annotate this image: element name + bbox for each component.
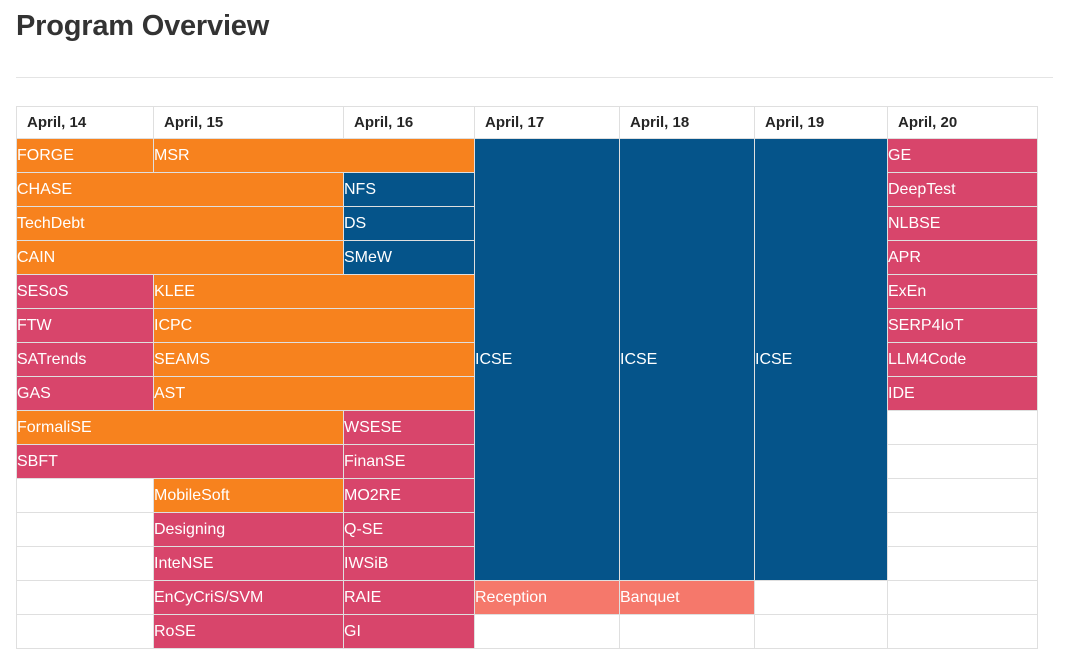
event-rose[interactable]: RoSE <box>153 614 344 649</box>
empty-cell <box>16 614 154 649</box>
table-row: FORGE MSR ICSE ICSE ICSE GE <box>16 138 1038 581</box>
table-row: EnCyCriS/SVM RAIE Reception Banquet <box>16 580 1038 615</box>
program-schedule-table: April, 14 April, 15 April, 16 April, 17 … <box>16 106 1038 649</box>
event-q-se[interactable]: Q-SE <box>343 512 475 547</box>
event-iwsib[interactable]: IWSiB <box>343 546 475 581</box>
event-satrends[interactable]: SATrends <box>16 342 154 377</box>
event-designing[interactable]: Designing <box>153 512 344 547</box>
event-mo2re[interactable]: MO2RE <box>343 478 475 513</box>
event-serp4iot[interactable]: SERP4IoT <box>887 308 1038 343</box>
empty-cell <box>887 546 1038 581</box>
event-icse-april-18[interactable]: ICSE <box>619 138 755 581</box>
event-mobilesoft[interactable]: MobileSoft <box>153 478 344 513</box>
title-divider <box>16 77 1053 78</box>
event-reception[interactable]: Reception <box>474 580 620 615</box>
table-row: CAIN SMeW APR <box>16 240 1038 275</box>
event-cain[interactable]: CAIN <box>16 240 344 275</box>
event-exen[interactable]: ExEn <box>887 274 1038 309</box>
event-ftw[interactable]: FTW <box>16 308 154 343</box>
event-finanse[interactable]: FinanSE <box>343 444 475 479</box>
event-apr[interactable]: APR <box>887 240 1038 275</box>
empty-cell <box>754 614 888 649</box>
event-gi[interactable]: GI <box>343 614 475 649</box>
event-ide[interactable]: IDE <box>887 376 1038 411</box>
event-seams[interactable]: SEAMS <box>153 342 475 377</box>
table-row: RoSE GI <box>16 614 1038 649</box>
empty-cell <box>16 478 154 513</box>
event-nlbse[interactable]: NLBSE <box>887 206 1038 241</box>
event-ds[interactable]: DS <box>343 206 475 241</box>
table-row: Designing Q-SE <box>16 512 1038 547</box>
page-title: Program Overview <box>16 10 270 42</box>
event-ge[interactable]: GE <box>887 138 1038 173</box>
empty-cell <box>754 580 888 615</box>
column-header-april-18: April, 18 <box>619 106 755 139</box>
event-sesos[interactable]: SESoS <box>16 274 154 309</box>
column-header-april-15: April, 15 <box>153 106 344 139</box>
empty-cell <box>16 512 154 547</box>
event-gas[interactable]: GAS <box>16 376 154 411</box>
table-row: SBFT FinanSE <box>16 444 1038 479</box>
column-header-april-17: April, 17 <box>474 106 620 139</box>
empty-cell <box>887 444 1038 479</box>
event-deeptest[interactable]: DeepTest <box>887 172 1038 207</box>
event-wsese[interactable]: WSESE <box>343 410 475 445</box>
event-icse-april-17[interactable]: ICSE <box>474 138 620 581</box>
event-nfs[interactable]: NFS <box>343 172 475 207</box>
table-row: InteNSE IWSiB <box>16 546 1038 581</box>
empty-cell <box>887 512 1038 547</box>
event-formalise[interactable]: FormaliSE <box>16 410 344 445</box>
table-row: MobileSoft MO2RE <box>16 478 1038 513</box>
table-header-row: April, 14 April, 15 April, 16 April, 17 … <box>16 106 1038 139</box>
column-header-april-19: April, 19 <box>754 106 888 139</box>
event-banquet[interactable]: Banquet <box>619 580 755 615</box>
empty-cell <box>619 614 755 649</box>
empty-cell <box>887 614 1038 649</box>
event-chase[interactable]: CHASE <box>16 172 344 207</box>
event-icpc[interactable]: ICPC <box>153 308 475 343</box>
empty-cell <box>16 580 154 615</box>
event-intense[interactable]: InteNSE <box>153 546 344 581</box>
event-techdebt[interactable]: TechDebt <box>16 206 344 241</box>
column-header-april-16: April, 16 <box>343 106 475 139</box>
event-raie[interactable]: RAIE <box>343 580 475 615</box>
event-klee[interactable]: KLEE <box>153 274 475 309</box>
event-llm4code[interactable]: LLM4Code <box>887 342 1038 377</box>
event-icse-april-19[interactable]: ICSE <box>754 138 888 581</box>
event-ast[interactable]: AST <box>153 376 475 411</box>
event-msr[interactable]: MSR <box>153 138 475 173</box>
empty-cell <box>887 478 1038 513</box>
table-row: SESoS KLEE ExEn <box>16 274 1038 309</box>
empty-cell <box>887 410 1038 445</box>
event-forge[interactable]: FORGE <box>16 138 154 173</box>
column-header-april-14: April, 14 <box>16 106 154 139</box>
empty-cell <box>474 614 620 649</box>
column-header-april-20: April, 20 <box>887 106 1038 139</box>
table-row: GAS AST IDE <box>16 376 1038 411</box>
table-row: TechDebt DS NLBSE <box>16 206 1038 241</box>
event-smew[interactable]: SMeW <box>343 240 475 275</box>
empty-cell <box>887 580 1038 615</box>
table-row: FormaliSE WSESE <box>16 410 1038 445</box>
empty-cell <box>16 546 154 581</box>
table-row: CHASE NFS DeepTest <box>16 172 1038 207</box>
event-encycris-svm[interactable]: EnCyCriS/SVM <box>153 580 344 615</box>
table-row: FTW ICPC SERP4IoT <box>16 308 1038 343</box>
event-sbft[interactable]: SBFT <box>16 444 344 479</box>
